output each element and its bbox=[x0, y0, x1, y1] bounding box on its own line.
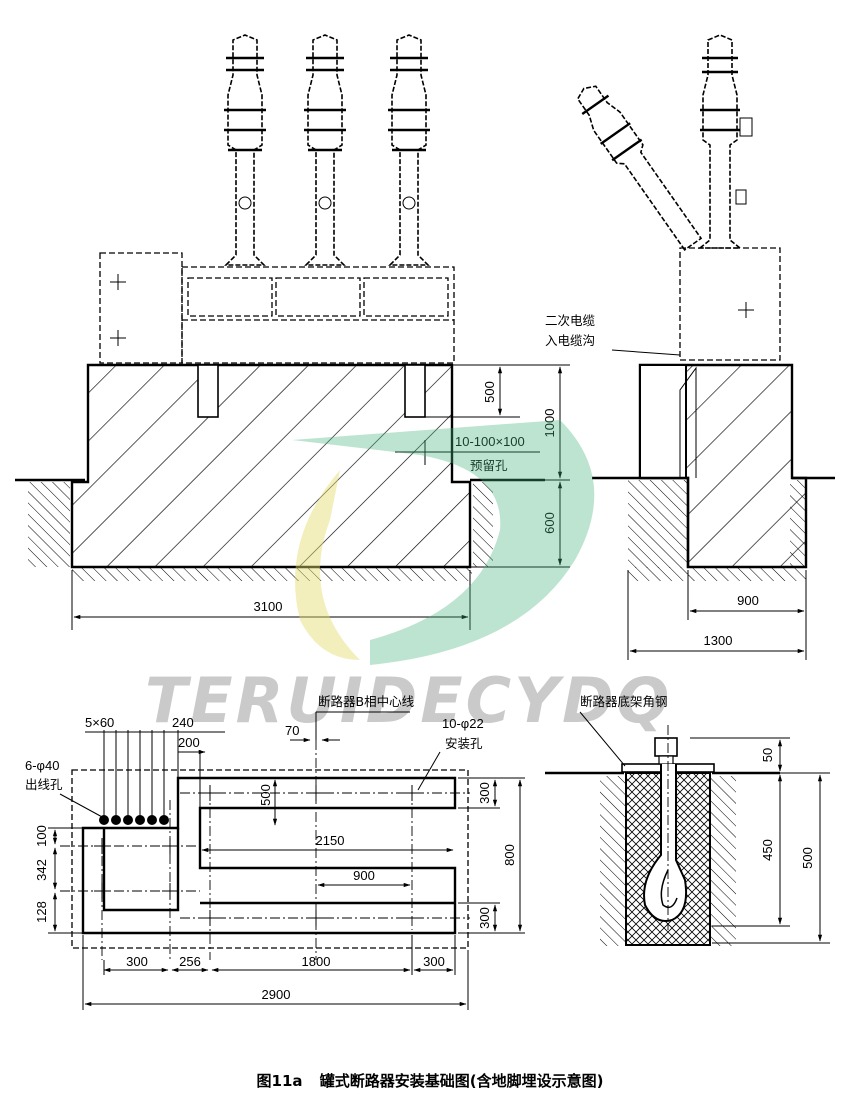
dim-1000: 1000 bbox=[542, 409, 557, 438]
cable-label-2: 入电缆沟 bbox=[545, 333, 595, 348]
watermark-logo: TERUIDECYDQ bbox=[145, 420, 672, 737]
figure-caption: 图11a 罐式断路器安装基础图(含地脚埋设示意图) bbox=[0, 1070, 860, 1091]
cable-label-1: 二次电缆 bbox=[545, 313, 596, 328]
dim-240: 240 bbox=[172, 715, 194, 730]
dim-b2900: 2900 bbox=[262, 987, 291, 1002]
outlet-qty: 6-φ40 bbox=[25, 758, 59, 773]
side-view: 二次电缆 入电缆沟 900 1300 bbox=[545, 34, 835, 660]
dim-b1800: 1800 bbox=[302, 954, 331, 969]
dim-300-right-top: 300 bbox=[477, 782, 492, 804]
dim-3100: 3100 bbox=[254, 599, 283, 614]
figure-number: 图11a bbox=[256, 1072, 303, 1090]
dim-b300: 300 bbox=[126, 954, 148, 969]
dim-128: 128 bbox=[34, 901, 49, 923]
dim-2150: 2150 bbox=[316, 833, 345, 848]
dim-600: 600 bbox=[542, 512, 557, 534]
watermark-text: TERUIDECYDQ bbox=[145, 664, 672, 737]
anchor-detail: 断路器底架角钢 50 450 500 bbox=[545, 694, 830, 946]
dim-b256: 256 bbox=[179, 954, 201, 969]
front-view: 3100 500 1000 600 10-100×100 预留孔 bbox=[15, 34, 570, 630]
dim-70: 70 bbox=[285, 723, 299, 738]
figure-title: 罐式断路器安装基础图(含地脚埋设示意图) bbox=[319, 1072, 604, 1090]
bolt-holes-qty: 10-φ22 bbox=[442, 716, 484, 731]
bushing-c bbox=[388, 34, 430, 266]
dim-100: 100 bbox=[34, 825, 49, 847]
dim-500-top: 500 bbox=[482, 381, 497, 403]
dim-500-plan: 500 bbox=[258, 784, 273, 806]
bushing-b bbox=[304, 34, 346, 266]
dim-50: 50 bbox=[760, 748, 775, 762]
dim-900-side: 900 bbox=[737, 593, 759, 608]
hole-label: 预留孔 bbox=[470, 458, 508, 473]
slots-label: 5×60 bbox=[85, 715, 114, 730]
dim-300-right-bottom: 300 bbox=[477, 907, 492, 929]
dim-900-plan: 900 bbox=[353, 868, 375, 883]
outlet-name: 出线孔 bbox=[25, 777, 63, 792]
dim-1300: 1300 bbox=[704, 633, 733, 648]
dim-800: 800 bbox=[502, 844, 517, 866]
bushing-a bbox=[224, 34, 266, 266]
bolt-holes-name: 安装孔 bbox=[445, 736, 483, 751]
dim-200: 200 bbox=[178, 735, 200, 750]
plan-view: 5×60 240 200 断路器B相中心线 70 10-φ22 安装孔 6-φ4… bbox=[25, 694, 525, 1010]
hole-note: 10-100×100 bbox=[455, 434, 525, 449]
b-phase-centerline: 断路器B相中心线 bbox=[318, 694, 415, 709]
dim-450: 450 bbox=[760, 839, 775, 861]
dim-b300r: 300 bbox=[423, 954, 445, 969]
dim-500-anchor: 500 bbox=[800, 847, 815, 869]
angle-steel-label: 断路器底架角钢 bbox=[580, 694, 668, 709]
dim-342: 342 bbox=[34, 859, 49, 881]
